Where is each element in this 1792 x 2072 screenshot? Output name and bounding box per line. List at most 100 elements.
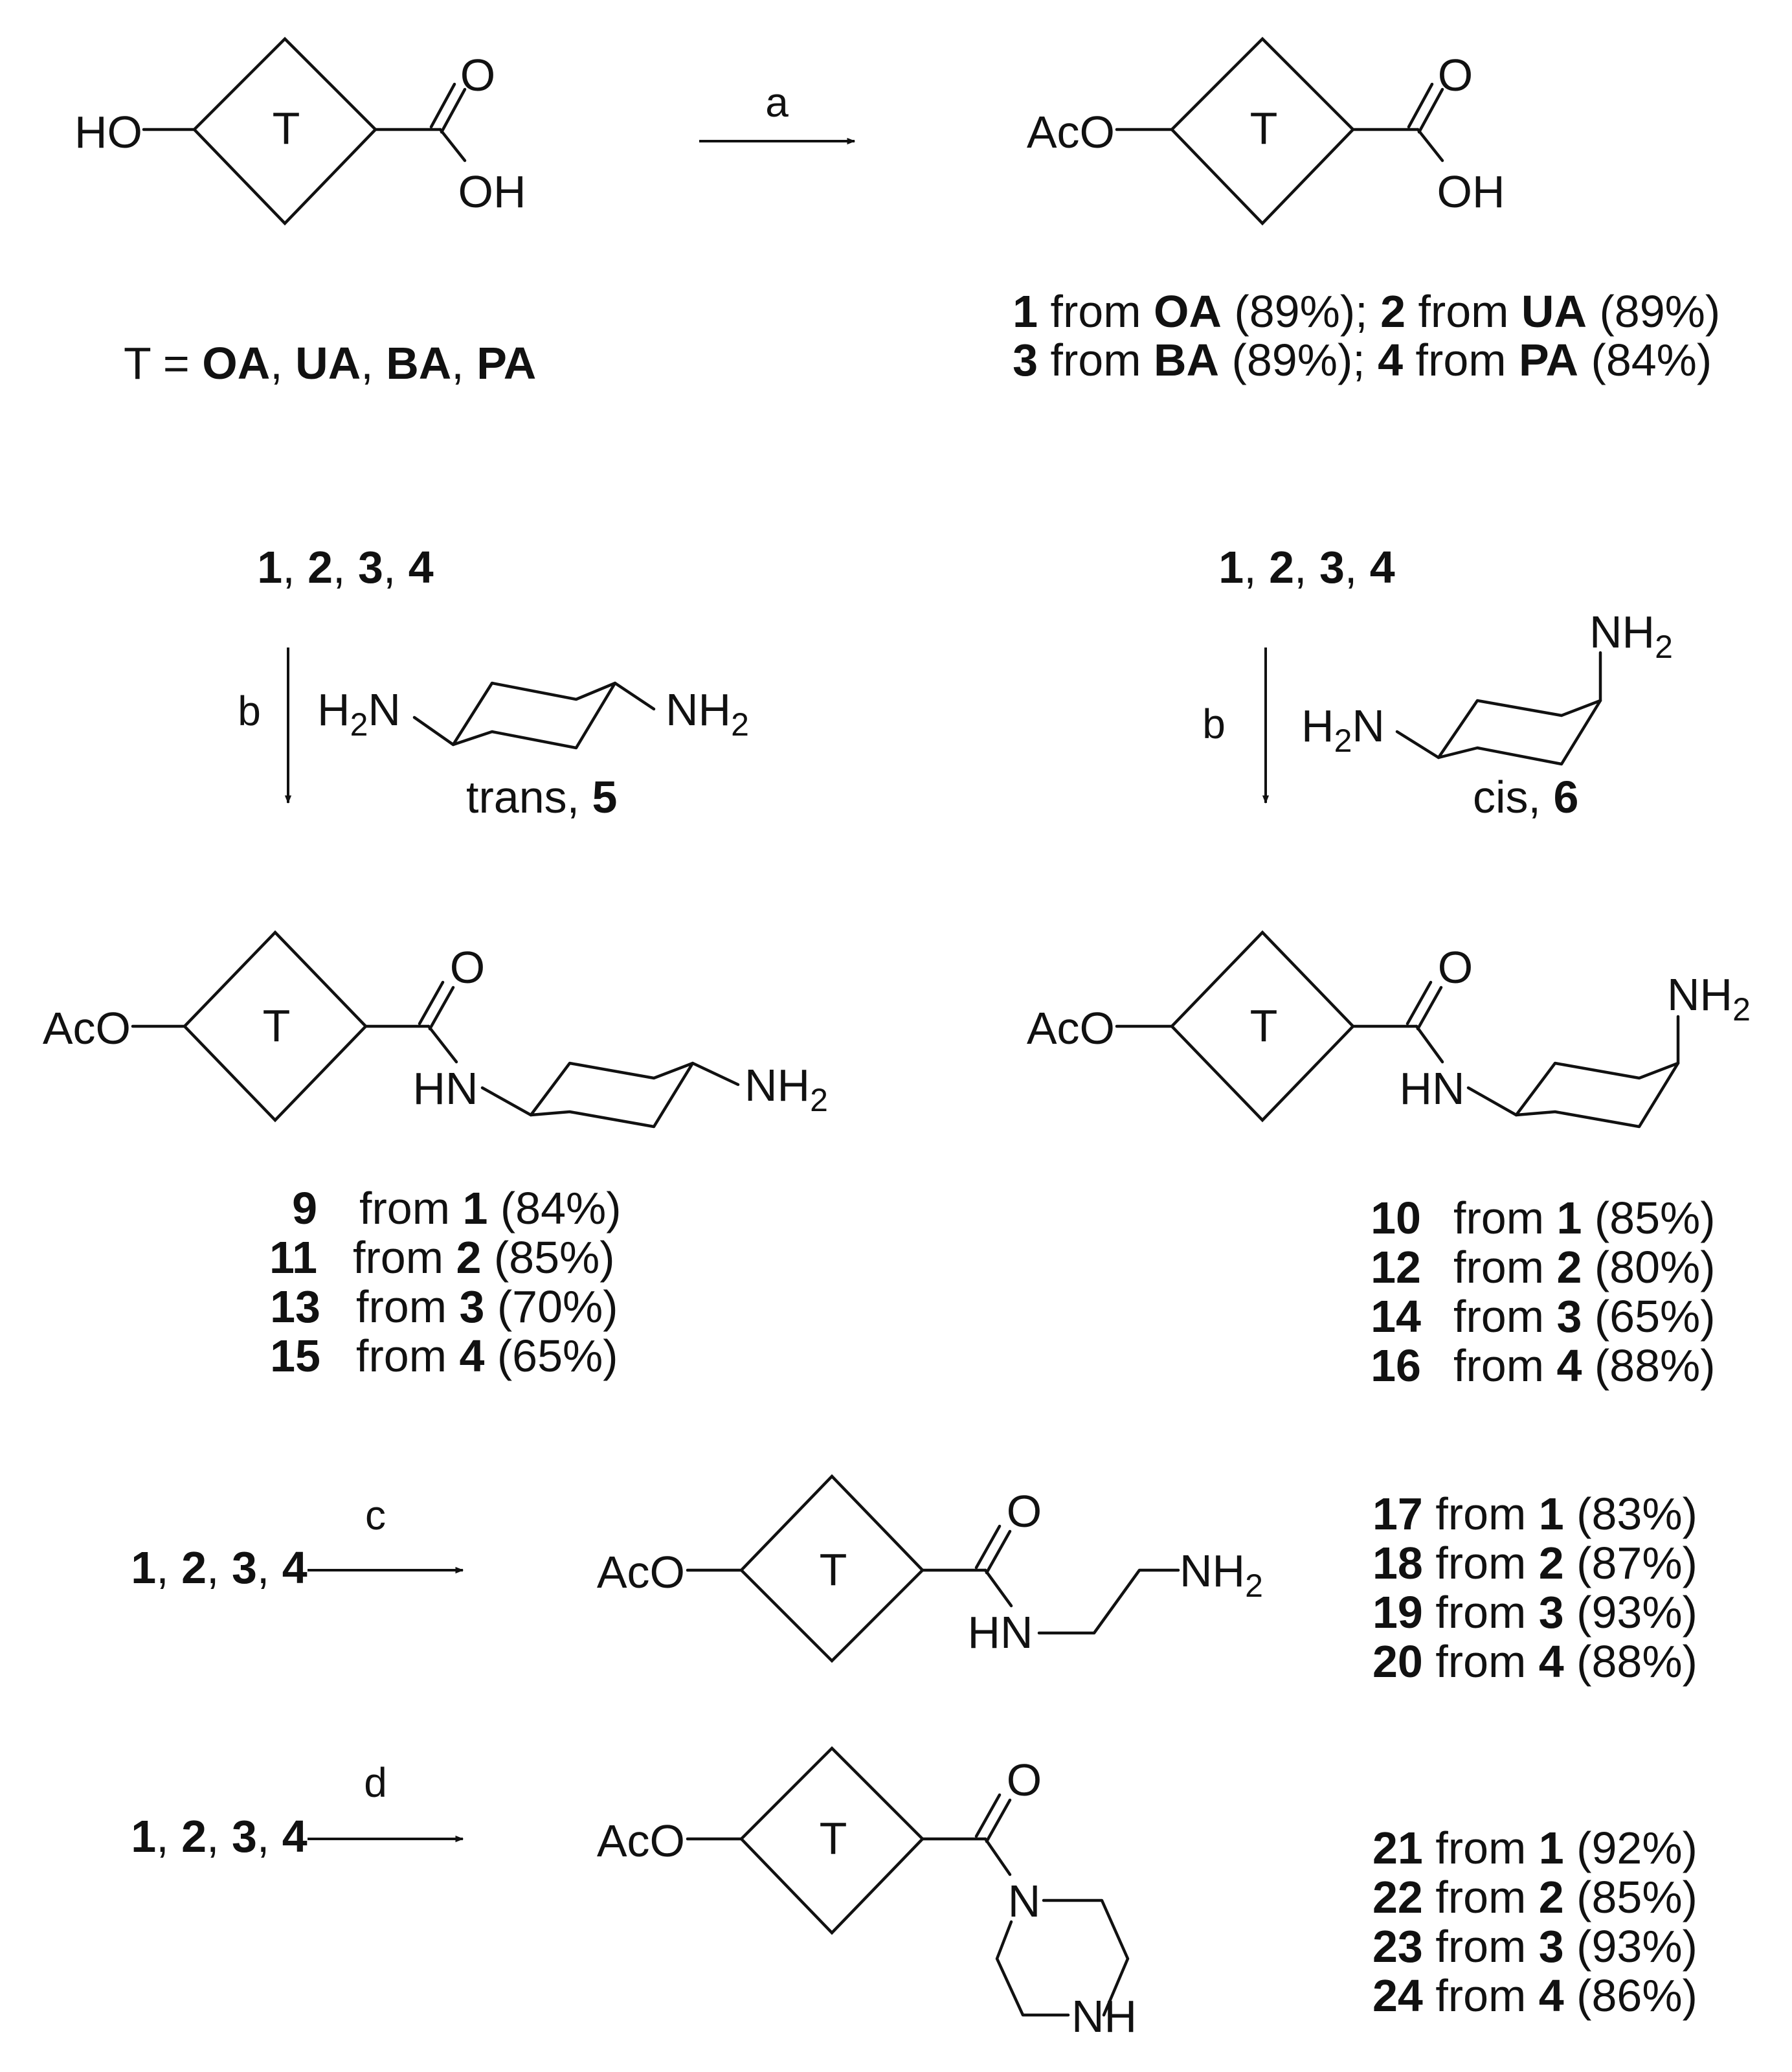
amide-nh: HN [967,1607,1033,1658]
yield: (84%) [1578,335,1712,385]
source-scaffold: PA [1519,335,1578,385]
cyclohexane-ring [1514,1061,1680,1129]
ring-scaffold [182,930,368,1123]
carbonyl-bond-2 [974,1524,1002,1570]
yield-row: 24 from 4 (86%) [1372,1970,1697,2021]
yield-row: 12 [1371,1242,1421,1292]
nh-bond [1415,1024,1444,1064]
reagent-b: b [238,688,261,734]
yield-row: from 2 (85%) [353,1232,615,1283]
compound-number: 2 [308,542,333,592]
piperazine-ring [995,1920,1070,2017]
acid-oh-bond [438,128,467,163]
reagent-a: a [765,79,789,126]
cyclohexane-ring [1437,699,1602,766]
yield-row: 22 from 2 (85%) [1372,1872,1697,1922]
yield-row: 17 from 1 (83%) [1372,1489,1697,1539]
compound-number: 1 [1013,286,1038,337]
carbonyl-oxygen: O [1438,50,1473,100]
ethylene-linker [1037,1568,1180,1635]
n-ring-bond [1466,1086,1518,1117]
starting-list: 1, 2, 3, 4 [1156,542,1433,592]
piperazine-n: N [1008,1876,1041,1926]
yield-row: 11 [269,1232,317,1283]
yield-row: 20 from 4 (88%) [1372,1636,1697,1687]
yield-row: from 2 (80%) [1453,1242,1716,1292]
nh-bond [983,1568,1013,1608]
list-sep: , [156,1811,181,1862]
from-word: from [1038,335,1154,385]
compound-number: 2 [181,1811,207,1862]
carbonyl-bond-2 [1406,980,1433,1026]
ring-scaffold [739,1474,925,1663]
cis-product-yields: 10 from 1 (85%) 12 from 2 (80%) 14 from … [1371,1193,1715,1391]
yield-row: 18 from 2 (87%) [1372,1538,1697,1588]
compound-number: 2 [1380,286,1406,337]
carbonyl-bond [985,1529,1012,1575]
compound-number: 1 [131,1811,156,1862]
carbonyl-bond [1416,985,1443,1031]
step-a-yield-line: 1 from OA (89%); 2 from UA (89%) [924,286,1783,337]
reagent-c: c [365,1492,386,1538]
carbonyl-oxygen: O [450,942,485,993]
acid-oh: OH [1437,166,1505,217]
trans-product-yields: 9 from 1 (84%) 11 from 2 (85%) 13 from 3… [269,1183,622,1381]
ring-label: T [1250,103,1278,153]
source-scaffold: OA [1154,286,1222,337]
amine-bond [613,681,656,711]
hydroxy-group: HO [74,107,142,157]
acetoxy-group: AcO [1027,107,1115,157]
compound-number: 1 [1218,542,1244,592]
yield-row: from 1 (85%) [1453,1193,1716,1243]
acetoxy-group: AcO [597,1816,685,1866]
yield-row: 13 [270,1281,320,1332]
yield-row: from 4 (65%) [356,1331,618,1381]
compound-number: 3 [232,1811,257,1862]
compound-number: 3 [1013,335,1038,385]
starting-list: 1, 2, 3, 4 [68,1811,345,1862]
list-sep: , [1294,542,1319,592]
from-word: from [1038,286,1154,337]
yield-row: 14 [1371,1291,1421,1342]
yield: (89%); [1219,335,1378,385]
carbonyl-oxygen: O [1438,942,1473,993]
list-sep: , [207,1542,232,1593]
scaffold-definition: T = OA, UA, BA, PA [62,338,574,388]
ethylenediamine-amide-product: T AcO O HN NH2 [597,1474,1263,1663]
scaffold-sep: , [361,338,386,388]
source-scaffold: BA [1154,335,1219,385]
acetoxy-group: AcO [1027,1003,1115,1053]
compound-number: 2 [1269,542,1294,592]
yield-row: from 3 (65%) [1453,1291,1716,1342]
carbonyl-bond-2 [418,980,445,1026]
acetoxy-group: AcO [43,1003,131,1053]
amine-terminal: NH2 [1180,1546,1263,1604]
compound-number: 3 [232,1542,257,1593]
compound-number: 4 [409,542,434,592]
amide-nh: HN [1399,1063,1464,1114]
compound-number: 1 [257,542,282,592]
carbonyl-bond-2 [429,82,456,129]
acetoxy-acid: T AcO O OH [1027,36,1505,226]
ring-label: T [1250,1000,1278,1051]
compound-number: 4 [282,1542,308,1593]
from-word: from [1403,335,1519,385]
yield-row: 19 from 3 (93%) [1372,1587,1697,1638]
reagent-d: d [364,1759,387,1806]
scaffold-definition-prefix: T = [124,338,202,388]
ring-scaffold [739,1746,925,1935]
carbonyl-bond [1417,87,1444,134]
starting-list: 1, 2, 3, 4 [194,542,471,592]
yield-row: from 1 (84%) [359,1183,622,1233]
acid-oh-bond [1416,128,1444,163]
list-sep: , [282,542,308,592]
acetoxy-group: AcO [597,1547,685,1597]
amine-right: NH2 [745,1060,828,1118]
from-word: from [1406,286,1521,337]
step-d-yields: 21 from 1 (92%) 22 from 2 (85%) 23 from … [1372,1823,1697,2021]
cis-label: cis, 6 [1473,772,1578,822]
yield: (89%) [1587,286,1720,337]
nh-bond [427,1024,458,1064]
ring-label: T [273,103,300,153]
